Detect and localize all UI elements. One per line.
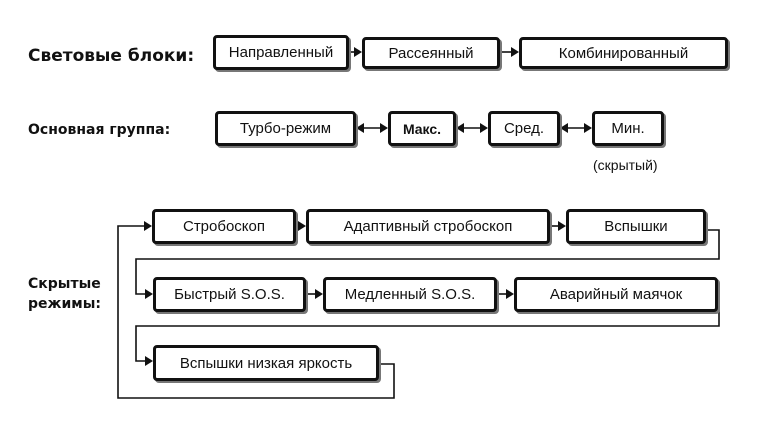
wrap-line-row1-row2 [135, 229, 720, 295]
arrow-fast-to-slow-sos [306, 289, 323, 299]
arrow-diffused-to-combined [500, 47, 519, 57]
mode-emergency-beacon[interactable]: Аварийный маячок [514, 277, 718, 312]
min-hidden-note: (скрытый) [593, 157, 658, 173]
hidden-modes-label: Скрытые режимы: [28, 274, 101, 314]
block-combined[interactable]: Комбинированный [519, 37, 728, 69]
mode-max[interactable]: Макс. [388, 111, 456, 146]
arrow-turbo-max [356, 123, 388, 133]
mode-min[interactable]: Мин. [592, 111, 664, 146]
arrow-slow-sos-to-beacon [497, 289, 514, 299]
wrap-line-row2-row3 [135, 293, 720, 362]
mode-flashes-low-brightness[interactable]: Вспышки низкая яркость [153, 345, 379, 381]
arrow-max-mid [456, 123, 488, 133]
hidden-modes-label-line1: Скрытые [28, 276, 101, 292]
main-group-label: Основная группа: [28, 122, 171, 138]
mode-turbo[interactable]: Турбо-режим [215, 111, 356, 146]
mode-adaptive-strobe[interactable]: Адаптивный стробоскоп [306, 209, 550, 244]
mode-slow-sos[interactable]: Медленный S.O.S. [323, 277, 497, 312]
arrow-strobe-to-adaptive [296, 221, 306, 231]
block-diffused[interactable]: Рассеянный [362, 37, 500, 69]
loop-line-row3-row1 [117, 225, 395, 399]
block-directed[interactable]: Направленный [213, 35, 349, 70]
mode-flashes[interactable]: Вспышки [566, 209, 706, 244]
mode-mid[interactable]: Сред. [488, 111, 560, 146]
arrow-adaptive-to-flashes [550, 221, 566, 231]
light-blocks-label: Световые блоки: [28, 46, 195, 66]
arrow-mid-min [560, 123, 592, 133]
mode-fast-sos[interactable]: Быстрый S.O.S. [153, 277, 306, 312]
mode-strobe[interactable]: Стробоскоп [152, 209, 296, 244]
arrow-directed-to-diffused [349, 47, 362, 57]
hidden-modes-label-line2: режимы: [28, 296, 101, 312]
